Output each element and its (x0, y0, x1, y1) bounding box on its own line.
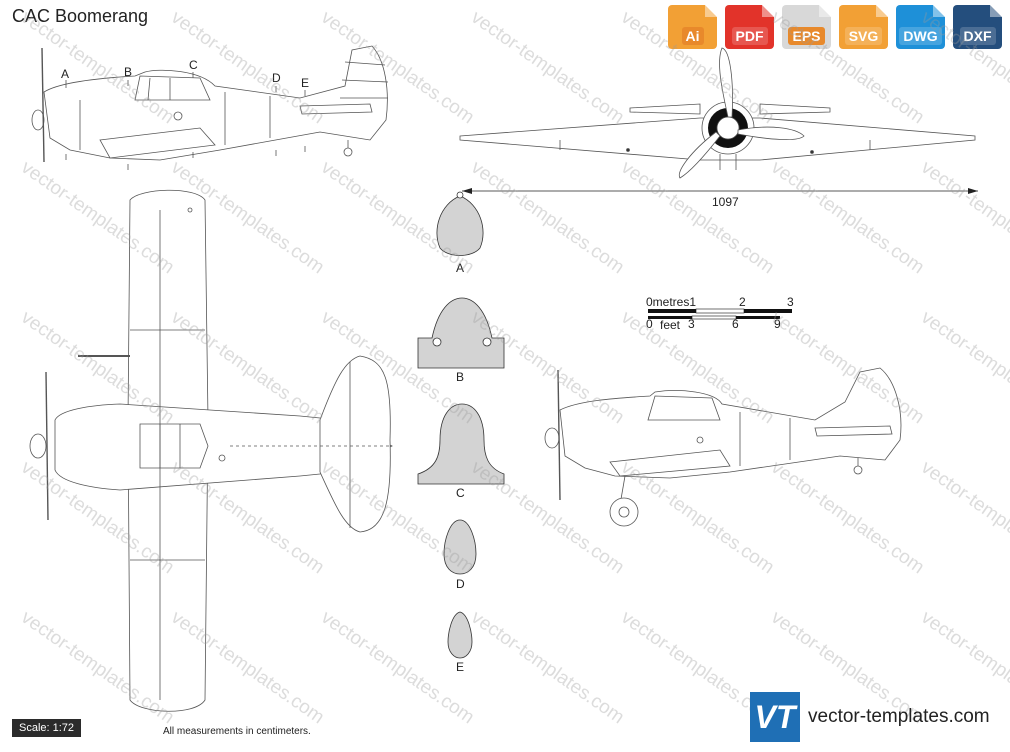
plan-canopy (139, 423, 209, 469)
side2-wing-root (609, 449, 731, 477)
section-e-shape (447, 611, 473, 659)
section-e-label: E (456, 660, 464, 674)
front-view (459, 47, 978, 194)
format-pdf-label: PDF (731, 27, 768, 45)
front-tailplane-right (759, 103, 831, 115)
side2-canopy (647, 395, 721, 421)
scale-feet-zero: 0 (646, 317, 653, 331)
section-a-label: A (456, 261, 464, 275)
format-svg-button[interactable]: SVG (839, 5, 888, 49)
side-view-gear-down (544, 367, 902, 527)
format-dxf-label: DXF (959, 27, 996, 45)
side-canopy (134, 75, 211, 101)
scale-metres-tick-3: 3 (787, 295, 794, 309)
side2-main-wheel (609, 497, 639, 527)
page-title: CAC Boomerang (12, 6, 149, 26)
format-ai-button[interactable]: Ai (668, 5, 717, 49)
format-dwg-button[interactable]: DWG (896, 5, 945, 49)
format-ai-label: Ai (681, 27, 704, 45)
side2-fuselage-outline (559, 367, 902, 479)
side2-spinner (544, 427, 560, 449)
marker-a: A (61, 67, 69, 81)
marker-b: B (124, 65, 132, 79)
section-b-label: B (456, 370, 464, 384)
marker-d: D (272, 71, 281, 85)
side2-tail-wheel (853, 465, 863, 475)
front-blade-1 (719, 47, 733, 118)
side-wing-root (99, 127, 216, 159)
side-tail-wheel (343, 147, 353, 157)
front-tailplane-left (629, 103, 701, 115)
format-eps-button[interactable]: EPS (782, 5, 831, 49)
plan-view (29, 189, 393, 712)
section-c-label: C (456, 486, 465, 500)
front-blade-3 (678, 131, 721, 179)
cross-sections (417, 191, 505, 659)
format-eps-label: EPS (788, 27, 825, 45)
section-d-shape (443, 519, 477, 575)
measurements-note: All measurements in centimeters. (163, 726, 311, 737)
scale-bar (648, 308, 792, 320)
brand-name[interactable]: vector-templates.com (808, 706, 990, 727)
scale-feet-tick-3: 3 (688, 317, 695, 331)
scale-metres-label: 0metres1 (646, 295, 696, 309)
scale-feet-tick-6: 6 (732, 317, 739, 331)
side2-tailplane (814, 425, 893, 437)
side-spinner (31, 109, 45, 131)
section-c-shape (417, 403, 505, 485)
format-dxf-button[interactable]: DXF (953, 5, 1002, 49)
side-view (31, 45, 389, 170)
front-spinner (716, 116, 740, 140)
scale-label: Scale: 1:72 (12, 719, 82, 737)
section-d-label: D (456, 577, 465, 591)
scale-feet-label: feet (660, 318, 681, 332)
format-dwg-label: DWG (899, 27, 942, 45)
side-fuselage-outline (43, 45, 388, 161)
scale-metres-tick-2: 2 (739, 295, 746, 309)
format-pdf-button[interactable]: PDF (725, 5, 774, 49)
plan-spinner (29, 433, 47, 459)
plan-propeller (45, 371, 49, 521)
format-badges: Ai PDF EPS SVG DWG DXF (668, 5, 1002, 49)
vt-logo-icon: VT (750, 692, 800, 742)
side2-propeller (557, 369, 561, 501)
format-svg-label: SVG (844, 27, 883, 45)
side-propeller (41, 47, 45, 163)
marker-c: C (189, 58, 198, 72)
scale-feet-tick-9: 9 (774, 317, 781, 331)
plan-tailplane (319, 355, 391, 533)
section-b-shape (417, 297, 505, 369)
side-tailplane (299, 103, 373, 115)
brand[interactable]: VT vector-templates.com (750, 692, 990, 742)
marker-e: E (301, 76, 309, 90)
wingspan-dimension: 1097 (712, 195, 739, 209)
front-blade-2 (737, 126, 805, 141)
section-a-shape (436, 195, 484, 256)
